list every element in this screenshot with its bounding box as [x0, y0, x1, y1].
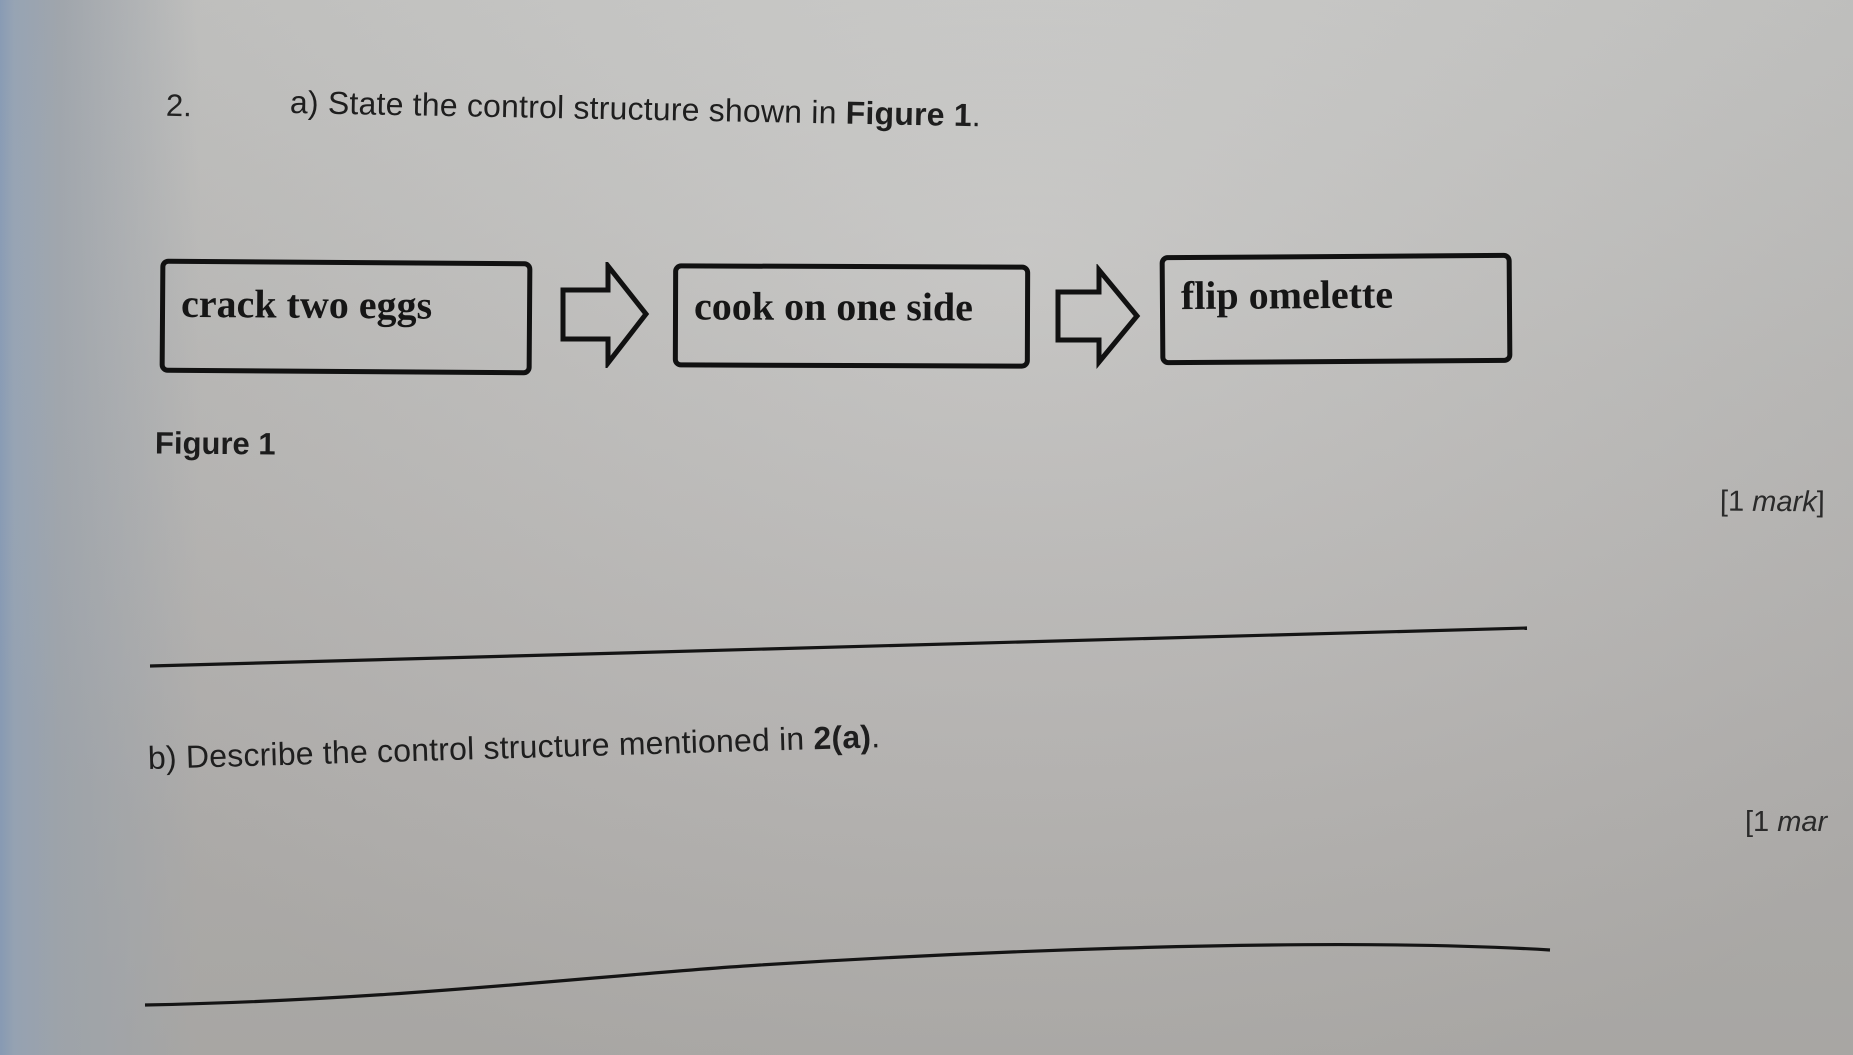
- answer-line-a: [149, 626, 1528, 668]
- marks-part-a: [1 mark]: [1720, 486, 1825, 520]
- part-a-text: a) State the control structure shown in: [289, 84, 847, 131]
- answer-line-b: [144, 943, 1551, 1007]
- marks-word: mark: [1752, 485, 1817, 519]
- question-number: 2.: [165, 87, 193, 124]
- question-part-a: a) State the control structure shown in …: [290, 84, 982, 134]
- marks-part-b: [1 mar: [1745, 806, 1827, 839]
- part-a-figure-ref: Figure 1: [845, 94, 973, 134]
- flow-step-crack-eggs: crack two eggs: [159, 258, 533, 376]
- flow-step-label: cook on one side: [693, 283, 974, 330]
- marks-close: ]: [1816, 486, 1825, 519]
- question-part-b: b) Describe the control structure mentio…: [147, 718, 880, 777]
- marks-open: [1: [1745, 806, 1778, 838]
- block-arrow-right-icon: [560, 262, 650, 368]
- part-b-question-ref: 2(a): [812, 718, 872, 757]
- flow-step-cook-one-side: cook on one side: [672, 263, 1031, 369]
- flow-step-label: flip omelette: [1180, 271, 1394, 319]
- figure-caption: Figure 1: [154, 425, 276, 462]
- part-a-period: .: [971, 97, 982, 134]
- part-b-text: b) Describe the control structure mentio…: [147, 720, 814, 776]
- marks-open: [1: [1719, 485, 1753, 518]
- part-b-period: .: [870, 718, 881, 755]
- flow-step-label: crack two eggs: [180, 280, 433, 328]
- flow-step-flip-omelette: flip omelette: [1159, 252, 1513, 366]
- block-arrow-right-icon: [1055, 264, 1141, 369]
- marks-word: mar: [1777, 806, 1828, 838]
